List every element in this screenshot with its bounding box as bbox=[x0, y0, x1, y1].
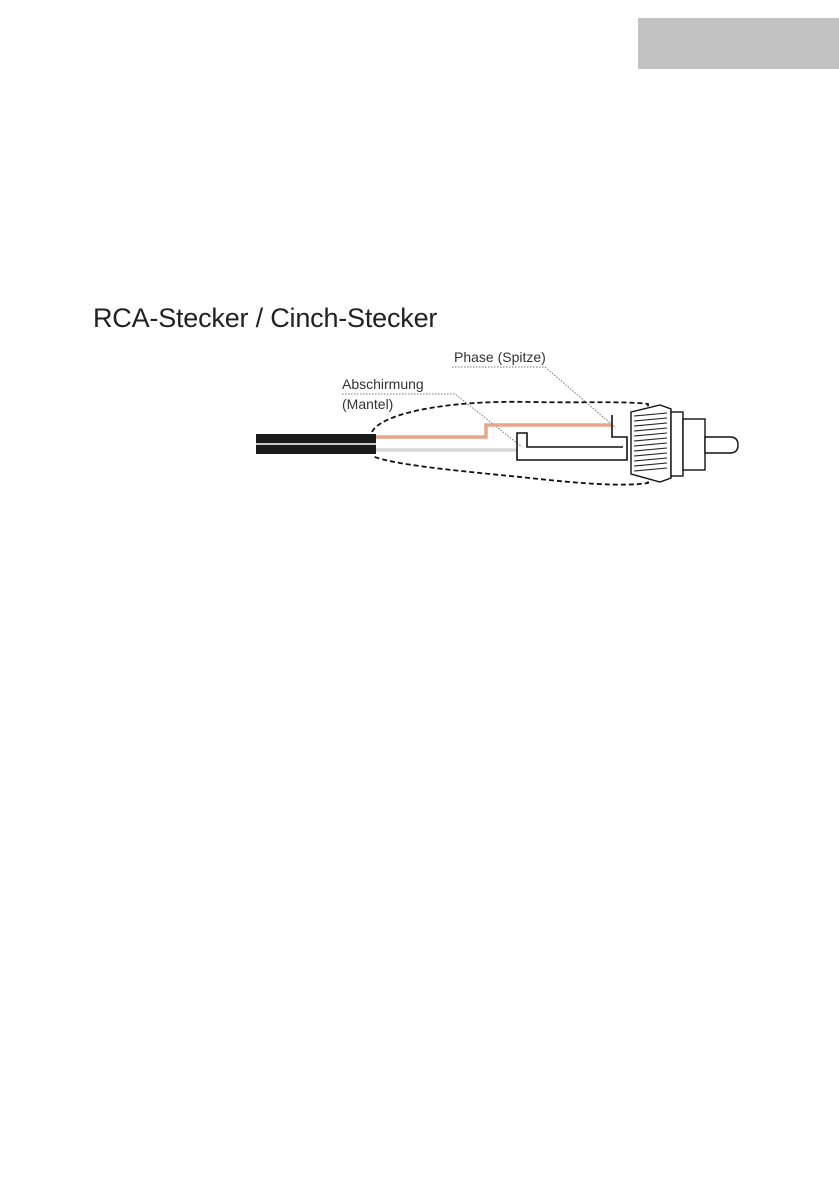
phase-leader-line bbox=[452, 367, 616, 428]
shield-sleeve bbox=[683, 419, 705, 470]
phase-label: Phase (Spitze) bbox=[454, 349, 546, 365]
shield-label-line2: (Mantel) bbox=[342, 396, 393, 412]
front-flange bbox=[671, 412, 683, 476]
inner-contact bbox=[517, 415, 627, 460]
center-pin bbox=[705, 437, 738, 453]
phase-wire bbox=[372, 425, 612, 437]
shield-label-line1: Abschirmung bbox=[342, 376, 424, 392]
plug-housing-outline bbox=[372, 402, 648, 485]
